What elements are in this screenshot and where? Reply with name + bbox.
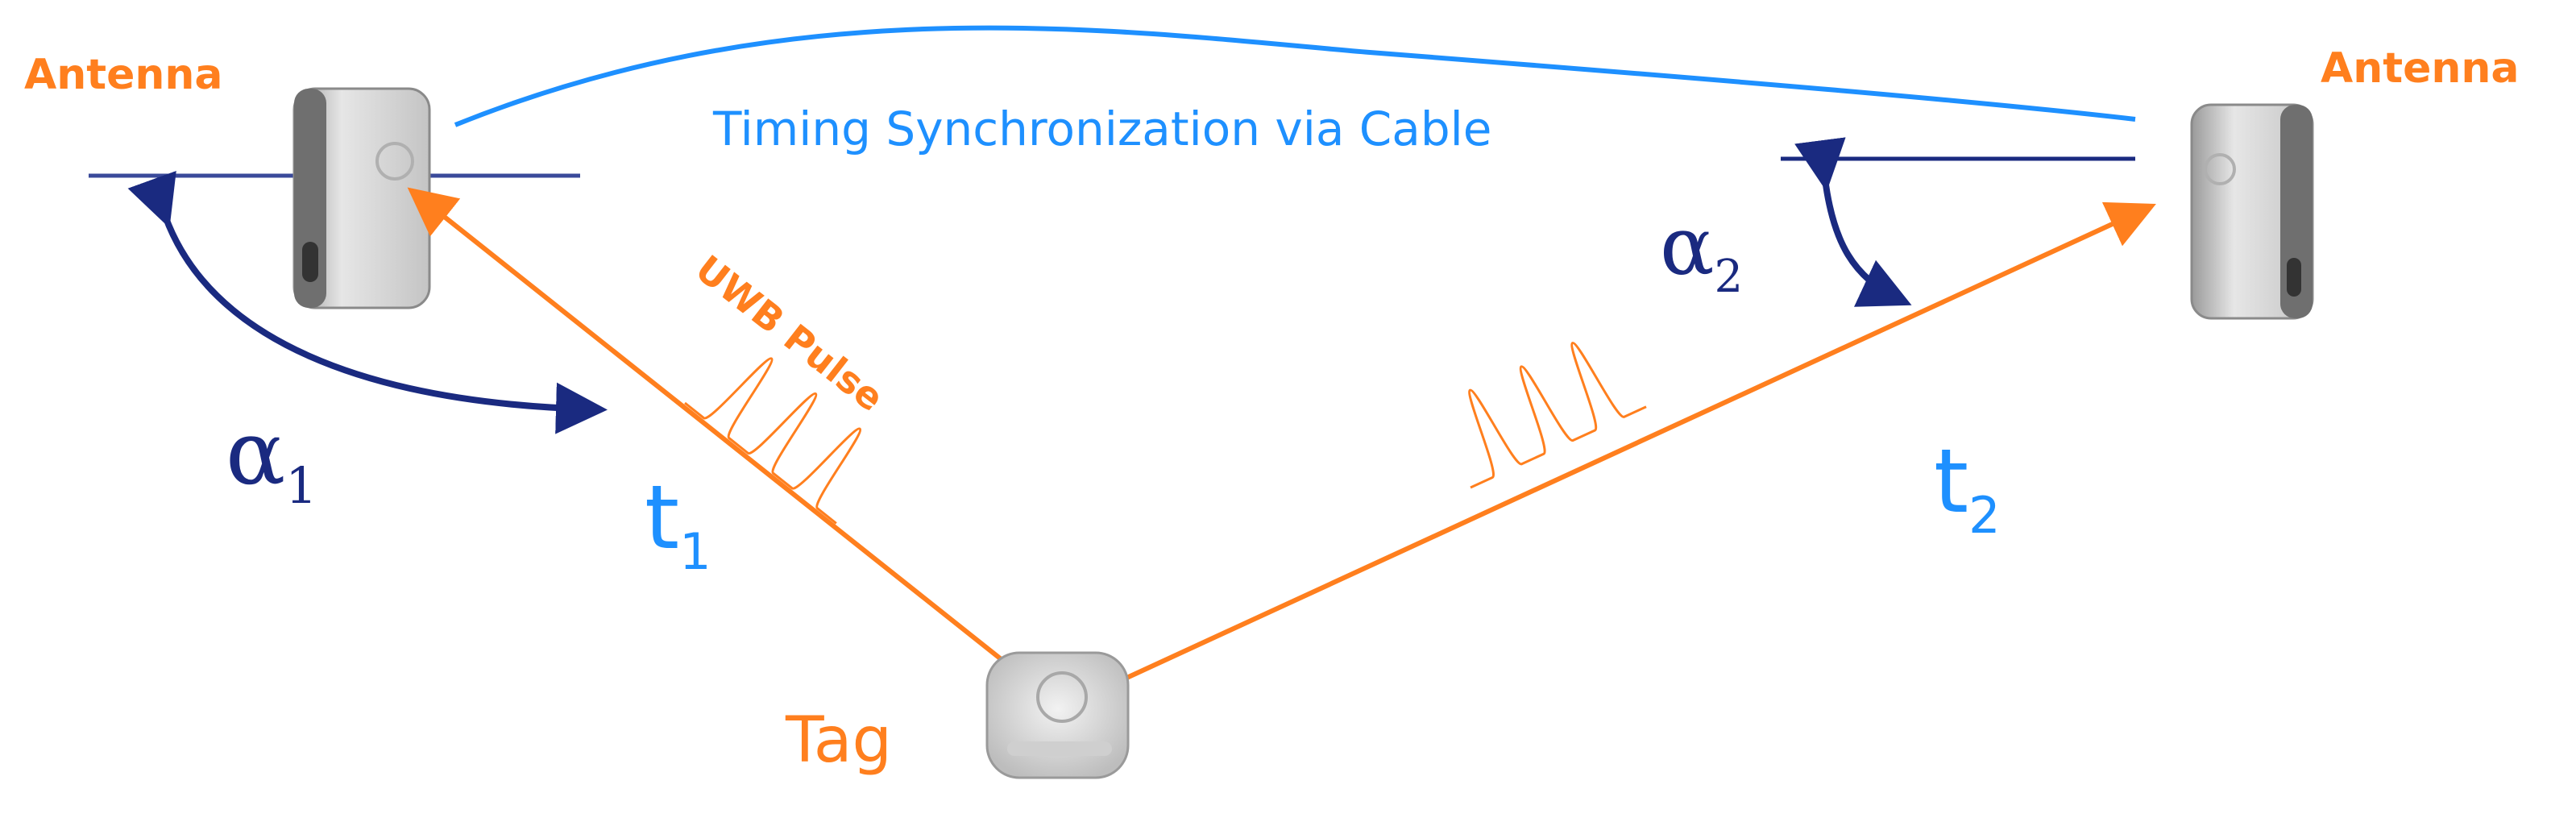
alpha2-arc xyxy=(1794,137,1912,307)
sync-label: Timing Synchronization via Cable xyxy=(712,102,1491,156)
signal-path-right xyxy=(1060,201,2156,710)
pulse-label: UWB Pulse xyxy=(687,247,892,420)
antenna-left-label: Antenna xyxy=(24,51,223,99)
alpha2-symbol: α2 xyxy=(1660,199,1743,303)
alpha1-arc xyxy=(127,170,608,434)
tag-label: Tag xyxy=(785,704,892,777)
timing-cable xyxy=(454,25,2136,127)
t2-subscript: 2 xyxy=(1968,486,2000,545)
antenna-right-label: Antenna xyxy=(2321,44,2520,93)
left-antenna-device xyxy=(292,87,431,309)
tag-device xyxy=(985,651,1130,779)
alpha2-subscript: 2 xyxy=(1715,251,1744,303)
right-antenna-device xyxy=(2190,103,2314,320)
alpha1-subscript: 1 xyxy=(285,456,317,515)
uwb-pulses-left xyxy=(684,357,861,525)
t1-symbol: t1 xyxy=(645,466,711,581)
t2-symbol: t2 xyxy=(1934,430,2001,545)
uwb-pulses-right xyxy=(1468,342,1647,489)
t1-subscript: 1 xyxy=(679,522,711,581)
alpha1-symbol: α1 xyxy=(226,401,317,515)
